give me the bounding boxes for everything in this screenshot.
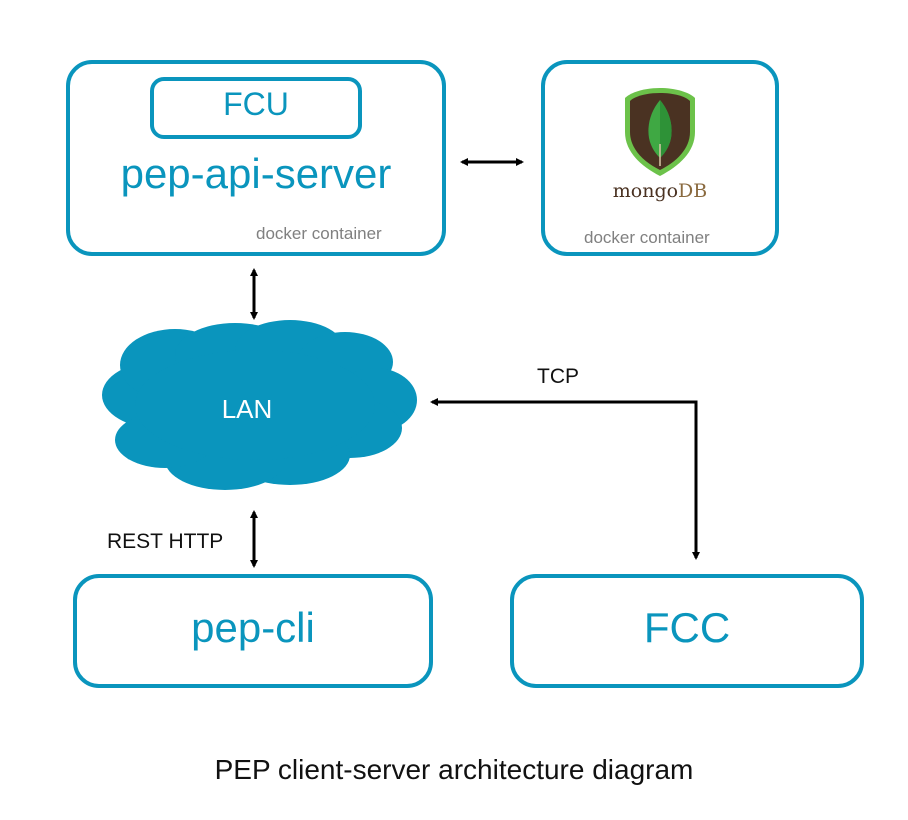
api-server-caption: docker container — [256, 224, 382, 243]
mongodb-logo-icon — [625, 88, 695, 176]
fcc-label: FCC — [643, 604, 731, 651]
rest-http-label: REST HTTP — [107, 530, 224, 553]
pep-cli-label: pep-cli — [191, 604, 315, 651]
fcu-box — [150, 77, 362, 139]
tcp-label: TCP — [537, 365, 579, 388]
mongodb-wordmark-mongo: mongo — [612, 180, 679, 202]
fcu-label: FCU — [223, 86, 289, 122]
lan-label: LAN — [221, 394, 273, 424]
mongodb-caption: docker container — [584, 228, 710, 247]
fcc-box — [510, 574, 864, 688]
api-server-title: pep-api-server — [120, 150, 392, 197]
diagram-caption: PEP client-server architecture diagram — [214, 754, 694, 785]
pep-cli-box — [73, 574, 433, 688]
arrow-fcc-lan — [430, 398, 700, 560]
mongodb-wordmark-db: DB — [678, 180, 708, 202]
mongodb-wordmark: mongoDB — [610, 180, 710, 202]
